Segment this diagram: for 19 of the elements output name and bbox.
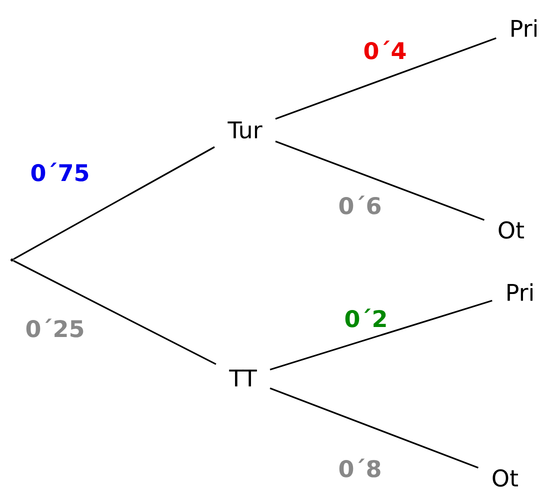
outcome-label: Ot: [492, 469, 518, 487]
probability-label: 0´75: [29, 162, 91, 182]
probability-label: 0´2: [343, 308, 389, 328]
branch-line: [270, 388, 479, 469]
branch-line: [13, 260, 216, 365]
branch-line: [13, 146, 215, 260]
probability-label: 0´8: [337, 458, 383, 478]
outcome-label: Pri: [508, 283, 532, 301]
branch-line: [275, 37, 496, 120]
probability-label: 0´4: [362, 40, 408, 60]
branch-line: [275, 140, 485, 221]
probability-label: 0´6: [337, 194, 383, 216]
probability-label: 0´25: [24, 318, 86, 338]
outcome-label: Ot: [498, 221, 524, 239]
branch-line: [270, 300, 492, 370]
outcome-label: Tur: [228, 121, 262, 139]
outcome-label: Pri: [512, 19, 536, 37]
outcome-label: TT: [229, 370, 257, 386]
branch-point: [10, 258, 14, 262]
